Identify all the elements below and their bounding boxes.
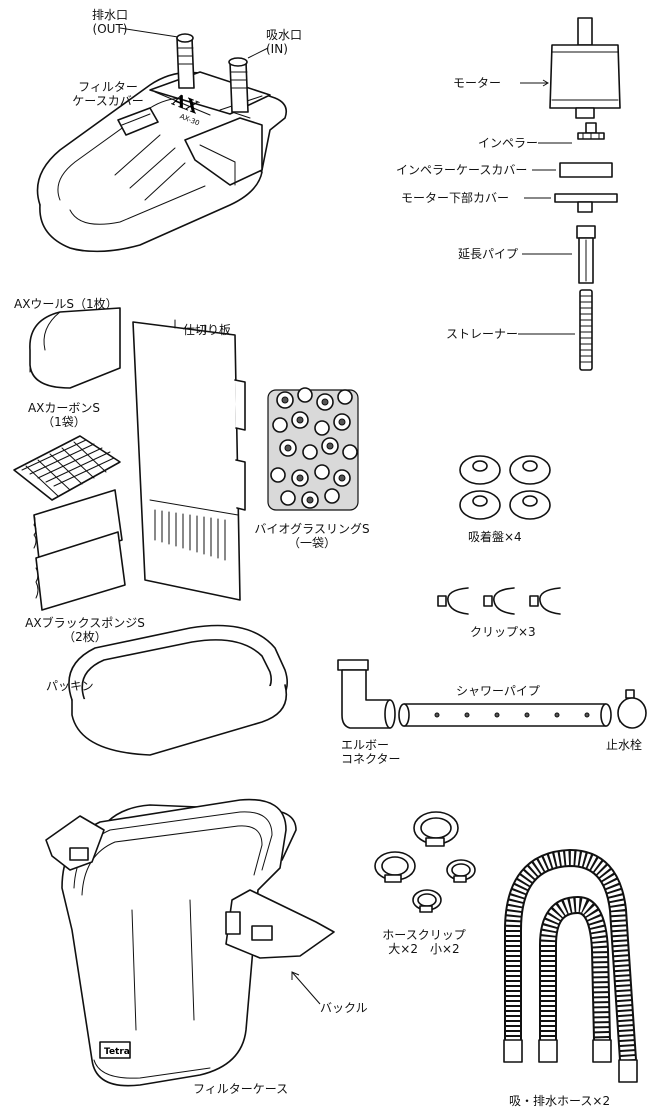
strainer (579, 289, 593, 371)
elbow-connector (337, 659, 396, 729)
bio-glass-rings (267, 387, 359, 511)
motor (549, 17, 621, 119)
case-brand: Tetra (104, 1047, 130, 1057)
motor-lower-cover-label: モーター下部カバー (401, 191, 510, 205)
shower-pipe-label: シャワーパイプ (456, 684, 540, 698)
partition-plate (132, 319, 246, 601)
motor-lower-cover (554, 193, 618, 213)
packing-label: パッキン (46, 679, 94, 693)
sponge-pads (33, 489, 126, 611)
clip-label: クリップ×3 (470, 625, 536, 639)
suction-cups (459, 455, 551, 520)
hose-clips (374, 811, 476, 913)
outlet-label: 排水口 (OUT) (91, 8, 128, 36)
hose-clip-label: ホースクリップ 大×2 小×2 (382, 928, 466, 956)
filter-case-cover (36, 33, 288, 253)
elbow-connector-label: エルボー コネクター (341, 738, 401, 766)
carbon-label: AXカーボンS （1袋） (27, 401, 101, 429)
packing (68, 624, 288, 756)
stopcock-label: 止水栓 (606, 738, 643, 752)
hoses-label: 吸・排水ホース×2 (509, 1094, 611, 1108)
extension-pipe (576, 225, 596, 284)
impeller-label: インペラー (478, 136, 539, 150)
filter-case-cover-label: フィルター ケースカバー (72, 80, 144, 108)
motor-label: モーター (453, 76, 502, 90)
impeller (577, 122, 605, 140)
shower-pipe (398, 703, 612, 727)
bio-ring-label: バイオグラスリングS （一袋） (254, 522, 370, 550)
hoses (503, 848, 638, 1083)
sponge-label: AXブラックスポンジS （2枚） (25, 616, 145, 644)
stopcock (617, 689, 647, 729)
clips (437, 587, 561, 615)
impeller-case-cover-label: インペラーケースカバー (396, 163, 528, 177)
filter-case (45, 798, 335, 1087)
inlet-label: 吸水口 (IN) (266, 28, 303, 56)
wool-label: AXウールS（1枚） (14, 297, 118, 311)
buckle-label: バックル (320, 1001, 368, 1015)
carbon-bag (13, 435, 121, 501)
impeller-case-cover (559, 162, 613, 178)
extension-pipe-label: 延長パイプ (458, 247, 519, 261)
suction-cup-label: 吸着盤×4 (468, 530, 522, 544)
strainer-label: ストレーナー (446, 327, 519, 341)
wool-pad (29, 307, 121, 389)
filter-case-label: フィルターケース (193, 1082, 289, 1096)
partition-label: 仕切り板 (183, 323, 232, 337)
